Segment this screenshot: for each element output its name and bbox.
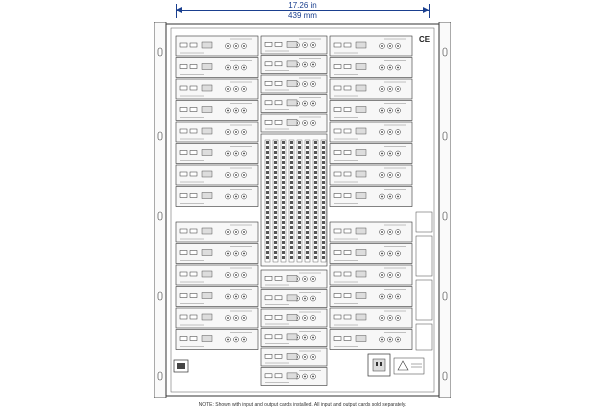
io-card [329,307,413,329]
mount-hole [442,211,448,221]
io-card [260,367,328,386]
io-card [329,329,413,350]
mount-hole [442,371,448,381]
io-card [329,35,413,57]
io-card [329,221,413,243]
io-card [260,74,328,94]
mount-hole [157,47,163,57]
mount-hole [442,291,448,301]
io-card [260,35,328,55]
io-card [175,100,259,121]
dimension-arrow-right [423,7,429,13]
io-card [175,57,259,78]
io-card [260,328,328,347]
center-cards [260,35,328,386]
input-cards-left [175,35,259,350]
io-card [260,308,328,328]
dimension-arrow-left [176,7,182,13]
ce-mark: CE [419,35,431,44]
mount-hole [157,291,163,301]
chassis-rear-panel [154,22,451,398]
io-card [175,221,259,243]
io-card [260,55,328,74]
mount-hole [442,131,448,141]
warning-label [393,357,425,375]
io-card [175,329,259,350]
output-cards-right [329,35,413,350]
io-card [329,143,413,164]
power-inlet [367,353,391,377]
rack-ear-right [438,22,451,398]
io-card [329,286,413,307]
io-card [175,78,259,100]
dimension-width-mm: 439 mm [288,11,317,20]
rack-ear-left [154,22,167,398]
io-card [175,164,259,186]
io-card [329,186,413,207]
side-vent-panel [415,211,433,351]
io-card [175,243,259,264]
rack-mount-holes [157,47,448,381]
dimension-line [176,10,429,11]
io-card [175,35,259,57]
mount-hole [442,47,448,57]
io-card [175,121,259,143]
io-card [329,243,413,264]
io-card [175,186,259,207]
mount-hole [157,211,163,221]
io-card [329,78,413,100]
io-card [175,286,259,307]
dimension-width-inches: 17.26 in [288,1,317,10]
io-card [329,264,413,286]
io-card [260,347,328,367]
footnote: NOTE: Shown with input and output cards … [198,402,407,408]
io-card [329,121,413,143]
ethernet-port [173,359,189,373]
terminal-block-panel [260,133,328,267]
mount-hole [157,131,163,141]
io-card [175,264,259,286]
io-card [329,57,413,78]
io-card [175,307,259,329]
io-card [329,100,413,121]
io-card [329,164,413,186]
io-card [260,113,328,133]
mount-hole [157,371,163,381]
io-card [260,94,328,113]
io-card [175,143,259,164]
io-card [260,269,328,289]
io-card [260,289,328,308]
dimension-tick-right [429,4,430,18]
